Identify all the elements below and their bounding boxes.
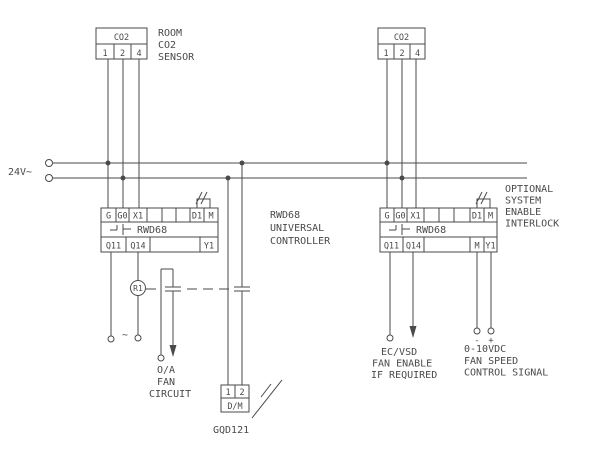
right-co2-sensor: CO2 1 2 4 [377, 27, 426, 208]
ec-vsd-label-line: IF REQUIRED [371, 370, 437, 381]
power-label: 24V~ [8, 167, 32, 178]
terminal-label: D1 [472, 212, 482, 222]
terminal-label: 4 [415, 49, 420, 59]
arrow-icon [409, 326, 417, 338]
terminal-label: 4 [136, 49, 141, 59]
sensor-caption-line: SENSOR [158, 52, 195, 63]
damper-blade-icon [251, 379, 283, 419]
terminal-label: G [384, 212, 389, 222]
right-controller: G G0 X1 D1 M RWD68 Q11 Q14 M Y1 OPTIONAL… [379, 184, 559, 253]
wire-end-terminal [386, 334, 394, 342]
controller-model: RWD68 [416, 225, 446, 236]
terminal-label: X1 [133, 212, 143, 222]
terminal-label: G [106, 212, 111, 222]
d1-m-jumper-link-icon [475, 191, 491, 208]
terminal-label: 2 [399, 49, 404, 59]
caption-line: UNIVERSAL [270, 223, 324, 234]
power-supply: 24V~ [8, 159, 527, 182]
damper-io-label: D/M [227, 402, 242, 412]
interlock-note-line: OPTIONAL [505, 184, 553, 195]
controller-bottom-terminal-row [100, 236, 219, 253]
wire-end-terminal [107, 335, 115, 343]
co2-sensor-title: CO2 [114, 33, 129, 43]
terminal-label: G0 [117, 212, 127, 222]
controller-bottom-terminal-row [379, 236, 498, 253]
caption-line: RWD68 [270, 210, 300, 221]
interlock-note-line: INTERLOCK [505, 219, 559, 230]
left-co2-sensor: CO2 1 2 4 ROOM CO2 SENSOR [95, 27, 195, 208]
fan-speed-output: - + 0-10VDC FAN SPEED CONTROL SIGNAL [464, 252, 548, 379]
terminal-label: Y1 [485, 242, 495, 252]
fan-speed-label-line: 0-10VDC [464, 344, 506, 355]
terminal-label: G0 [395, 212, 405, 222]
damper-actuator: 1 2 D/M GQD121 [213, 163, 283, 436]
damper-model: GQD121 [213, 425, 249, 436]
controller-model: RWD68 [137, 225, 167, 236]
ec-vsd-label-line: EC/VSD [381, 347, 417, 358]
terminal-label: X1 [410, 212, 420, 222]
damper-io-box [220, 397, 250, 413]
arrow-icon [169, 345, 177, 357]
interlock-note-line: ENABLE [505, 207, 541, 218]
wire-end-terminal [134, 334, 142, 342]
terminal-label: M [208, 212, 213, 222]
terminal-label: 2 [120, 49, 125, 59]
co2-sensor-title: CO2 [394, 33, 409, 43]
wire-end-terminal [473, 327, 481, 335]
interlock-note-line: SYSTEM [505, 196, 541, 207]
ac-mark: ~ [122, 330, 128, 341]
left-controller: G G0 X1 D1 M RWD68 Q11 Q14 Y1 [100, 191, 219, 253]
minus-sign: - [474, 336, 479, 346]
oa-fan-label-line: CIRCUIT [149, 389, 191, 400]
d1-m-jumper-link-icon [195, 191, 211, 208]
fan-speed-label-line: FAN SPEED [464, 356, 518, 367]
wire-end-terminal [157, 354, 165, 362]
contact-icon [110, 224, 131, 235]
terminal-label: 1 [383, 49, 388, 59]
terminal-label: Q11 [384, 242, 399, 252]
terminal-label: Y1 [204, 242, 214, 252]
oa-fan-label-line: FAN [157, 377, 175, 388]
sensor-caption-line: ROOM [158, 28, 182, 39]
power-terminal-bottom [45, 174, 53, 182]
terminal-label: M [474, 242, 479, 252]
controller-caption: RWD68 UNIVERSAL CONTROLLER [270, 210, 331, 247]
wire-end-terminal [487, 327, 495, 335]
terminal-label: 1 [225, 388, 230, 398]
ec-vsd-label-line: FAN ENABLE [372, 359, 432, 370]
relay-label: R1 [133, 284, 143, 293]
plus-sign: + [488, 336, 494, 346]
terminal-label: M [488, 212, 493, 222]
co2-sensor-terminal-box [95, 43, 148, 60]
terminal-label: 1 [102, 49, 107, 59]
caption-line: CONTROLLER [270, 236, 331, 247]
terminal-label: Q14 [130, 242, 145, 252]
oa-fan-label-line: O/A [157, 365, 175, 376]
contact-icon [389, 224, 410, 235]
fan-speed-label-line: CONTROL SIGNAL [464, 368, 548, 379]
fan-enable-output: EC/VSD FAN ENABLE IF REQUIRED [371, 252, 437, 381]
sensor-caption-line: CO2 [158, 40, 176, 51]
relay-circuit: R1 ~ O/A FAN CIRCUIT [107, 252, 232, 400]
power-terminal-top [45, 159, 53, 167]
terminal-label: Q11 [106, 242, 121, 252]
terminal-label: Q14 [406, 242, 421, 252]
terminal-label: D1 [192, 212, 202, 222]
terminal-label: 2 [239, 388, 244, 398]
